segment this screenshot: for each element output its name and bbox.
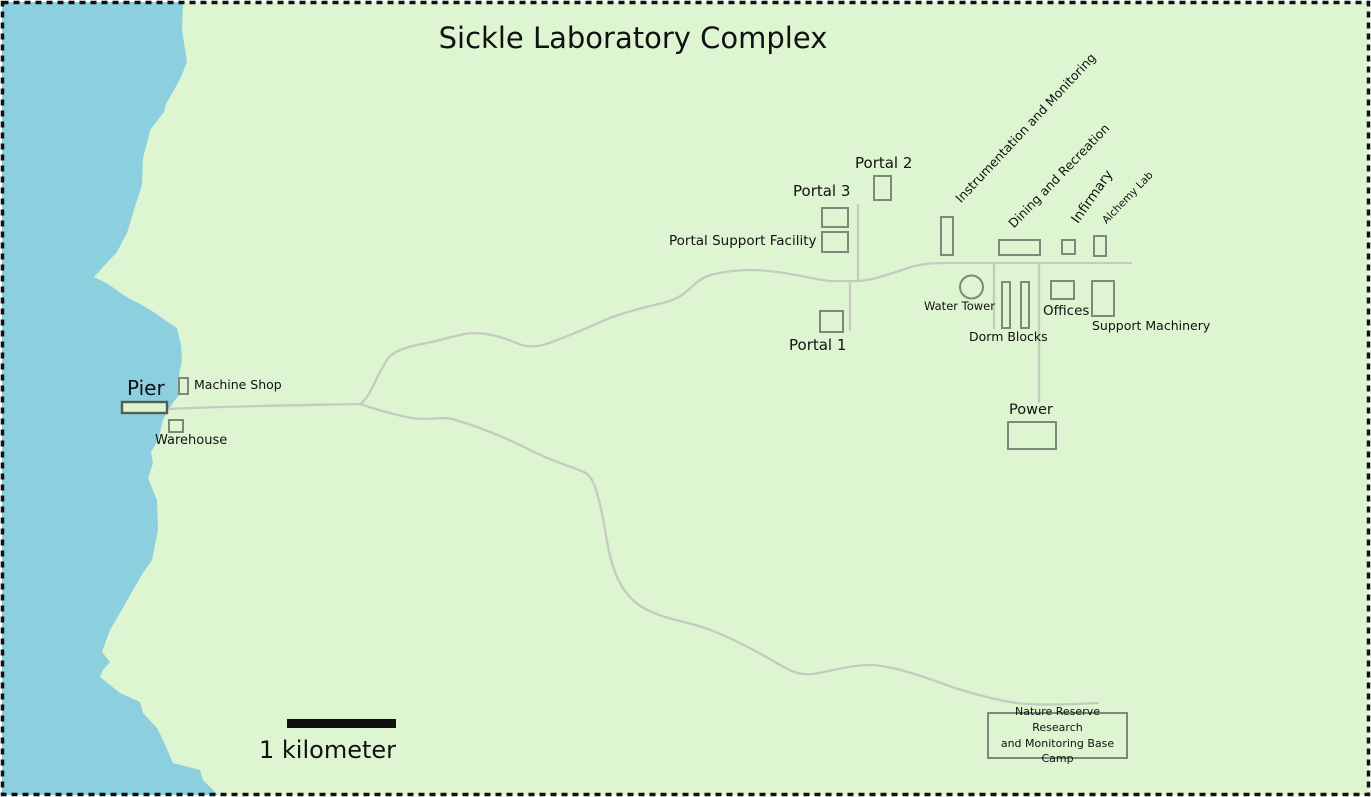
water-area [2,2,218,795]
water-tower-label: Water Tower [924,299,995,313]
base-camp-label-line2: and Monitoring Base Camp [1000,736,1115,766]
portal-1-building [819,310,844,333]
alchemy-lab-building [1093,235,1107,257]
instrumentation-building [940,216,954,256]
scale-label: 1 kilometer [259,736,397,764]
warehouse-label: Warehouse [155,433,228,448]
dorm-blocks-label: Dorm Blocks [969,329,1048,344]
machine-shop-building [178,377,189,395]
scale-bar [287,719,396,728]
road-pier-to-complex [166,261,1133,411]
dorm-block-1-building [1001,281,1011,329]
power-label: Power [1009,402,1053,418]
pier-structure [120,400,169,415]
portal-3-building [821,207,849,228]
support-machinery-label: Support Machinery [1092,318,1211,333]
machine-shop-label: Machine Shop [194,377,282,392]
pier-label: Pier [127,376,165,400]
dining-building [998,239,1041,256]
portal-3-label: Portal 3 [793,182,851,200]
warehouse-building [168,419,184,433]
offices-building [1050,280,1075,300]
portal-2-label: Portal 2 [855,154,913,172]
base-camp-label-line1: Nature Reserve Research [1014,704,1100,734]
dorm-block-2-building [1020,281,1030,329]
water-tower-structure [959,274,984,300]
offices-label: Offices [1043,303,1090,319]
map-title: Sickle Laboratory Complex [438,21,828,55]
portal-support-facility-building [821,231,849,253]
portal-1-label: Portal 1 [789,336,847,354]
power-building [1007,421,1057,450]
road-to-base-camp [358,402,1100,706]
portal-2-building [873,175,892,201]
portal-support-facility-label: Portal Support Facility [669,233,817,249]
base-camp-box: Nature Reserve Research and Monitoring B… [987,705,1128,765]
infirmary-building [1061,239,1076,255]
support-machinery-building [1091,280,1115,317]
